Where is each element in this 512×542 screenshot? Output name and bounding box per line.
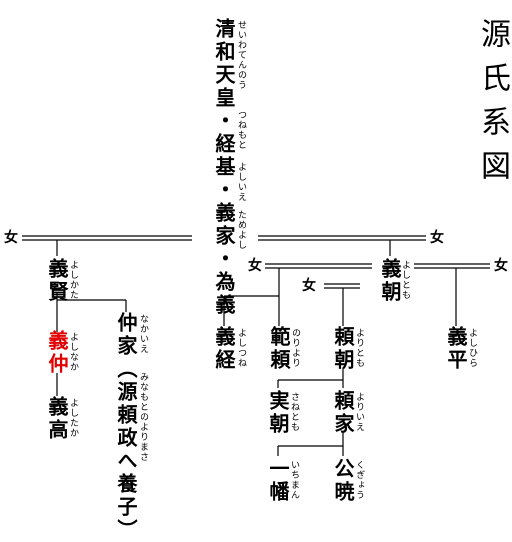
name-yoshitomo: 義朝 [378,258,402,304]
ruby-tsunemoto: つねもと [236,110,246,150]
ruby-seiwa-tenno: せいわてんのう [236,20,246,90]
female-label-2: 女 [430,230,444,246]
name-tameyoshi: 為義 [212,271,236,317]
nakaie-adoption-note: （源頼政へ養子） [114,358,138,542]
separator: ・ [212,110,236,133]
ruby-yoriie: よりいえ [354,392,364,432]
family-tree-lines [22,235,490,456]
top-lineage: 清和天皇・経基・義家・為義 [212,18,236,317]
ruby-ichiman: いちまん [289,460,299,500]
name-seiwa-tenno: 清和天皇 [212,18,236,110]
name-yoshiie: 義家 [212,202,236,248]
ruby-tameyoshi: ためよし [236,210,246,250]
ruby-minamoto-no-yorimasa: みなもとのよりまさ [138,372,148,462]
separator: ・ [212,179,236,202]
nakaie-name: 仲家 [114,312,138,358]
ruby-nakaie: なかいえ [138,314,148,354]
name-sanetomo: 実朝 [266,390,290,436]
female-label-4: 女 [302,278,316,294]
ruby-sanetomo: さねとも [289,392,299,432]
name-noriyori: 範頼 [267,326,291,372]
ruby-yoshitaka: よしたか [68,398,78,438]
chart-title: 源氏系図 [475,18,510,194]
ruby-yoshinaka: よしなか [68,332,78,372]
name-yoritomo: 頼朝 [331,326,355,372]
name-yoshinaka: 義仲 [45,330,69,376]
female-label-5: 女 [494,258,508,274]
name-yoshitaka: 義高 [45,396,69,442]
ruby-yoshihira: よしひら [467,328,477,368]
name-ichiman: 一幡 [266,458,290,504]
separator: ・ [212,248,236,271]
female-label-1: 女 [4,230,18,246]
name-yoriie: 頼家 [331,390,355,436]
name-tsunemoto: 経基 [212,133,236,179]
ruby-noriyori: のりより [290,328,300,368]
name-nakaie: 仲家（源頼政へ養子） [114,312,138,542]
ruby-yoshiie: よしいえ [236,162,246,202]
ruby-yoritomo: よりとも [354,328,364,368]
name-kugyo: 公暁 [331,458,355,504]
name-yoshikata: 義賢 [45,258,69,304]
ruby-yoshitomo: よしとも [400,260,410,300]
ruby-yoshitsune: よしつね [236,328,246,368]
name-yoshihira: 義平 [444,326,468,372]
ruby-yoshikata: よしかた [68,260,78,300]
female-label-3: 女 [248,258,262,274]
name-yoshitsune: 義経 [212,326,236,372]
ruby-kugyo: くぎょう [354,460,364,500]
